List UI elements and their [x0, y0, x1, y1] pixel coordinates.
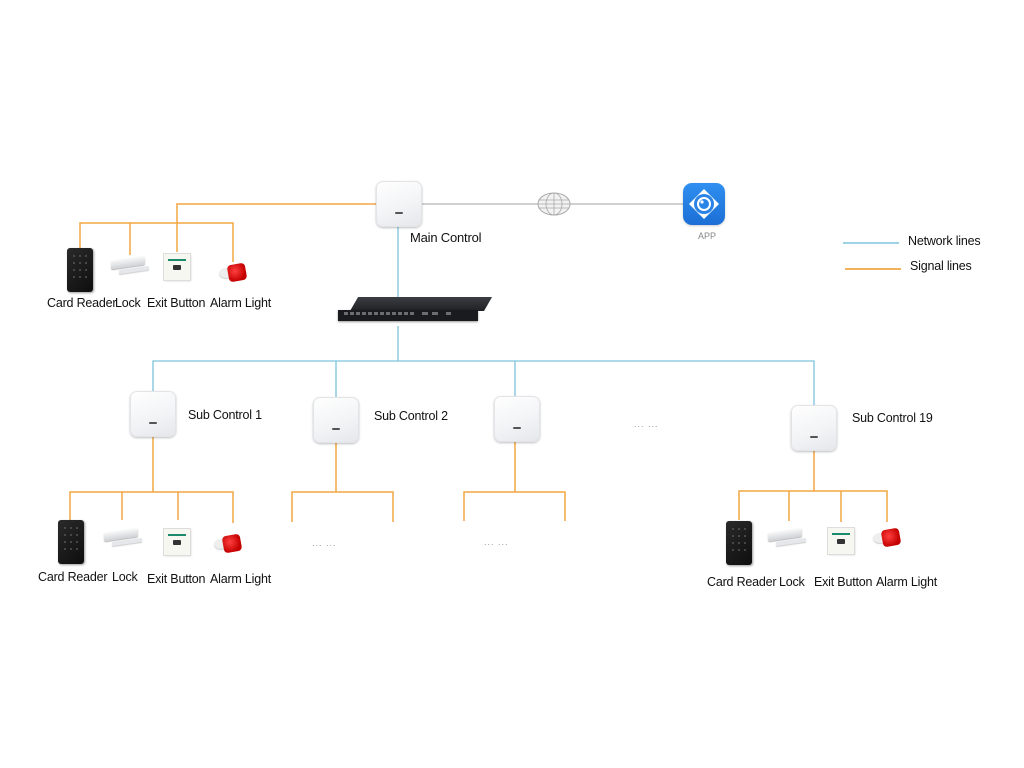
card-reader-icon — [67, 248, 93, 292]
device-label: Card Reader — [707, 575, 777, 589]
device-label: Exit Button — [147, 296, 206, 310]
sub-control-1-label: Sub Control 1 — [188, 408, 262, 422]
device-label: Exit Button — [814, 575, 873, 589]
exit-button-icon — [164, 254, 190, 280]
device-label: Card Reader — [38, 570, 108, 584]
sub-control-19-label: Sub Control 19 — [852, 411, 933, 425]
sub-control-2-label: Sub Control 2 — [374, 409, 448, 423]
magnetic-lock-icon — [111, 255, 151, 275]
network-lines — [152, 227, 815, 405]
app-icon[interactable] — [683, 183, 725, 225]
main-control-label: Main Control — [410, 230, 482, 245]
main-signal-lines — [79, 203, 376, 262]
alarm-light-icon — [873, 527, 903, 549]
app-label: APP — [698, 231, 717, 241]
card-reader-icon — [58, 520, 84, 564]
sub-control-2-device[interactable] — [313, 397, 359, 443]
device-label: Lock — [779, 575, 805, 589]
globe-icon — [537, 192, 571, 216]
ellipsis: ... ... — [634, 419, 659, 429]
device-label: Card Reader — [47, 296, 117, 310]
alarm-light-icon — [219, 262, 249, 284]
device-label: Alarm Light — [210, 572, 272, 586]
sub-control-3-device[interactable] — [494, 396, 540, 442]
device-label: Alarm Light — [210, 296, 272, 310]
card-reader-icon — [726, 521, 752, 565]
device-label: Lock — [112, 570, 138, 584]
legend-signal-label: Signal lines — [910, 259, 972, 273]
magnetic-lock-icon — [768, 527, 808, 547]
exit-button-icon — [164, 529, 190, 555]
exit-button-icon — [828, 528, 854, 554]
device-label: Exit Button — [147, 572, 206, 586]
sub-control-19-device[interactable] — [791, 405, 837, 451]
network-switch-icon[interactable] — [338, 297, 493, 327]
legend-network-label: Network lines — [908, 234, 981, 248]
magnetic-lock-icon — [104, 527, 144, 547]
device-label: Alarm Light — [876, 575, 938, 589]
alarm-light-icon — [214, 533, 244, 555]
ellipsis: ... ... — [484, 537, 509, 547]
sub-signal-lines — [69, 437, 888, 523]
main-control-device[interactable] — [376, 181, 422, 227]
device-label: Lock — [115, 296, 141, 310]
sub-control-1-device[interactable] — [130, 391, 176, 437]
ellipsis: ... ... — [312, 538, 337, 548]
